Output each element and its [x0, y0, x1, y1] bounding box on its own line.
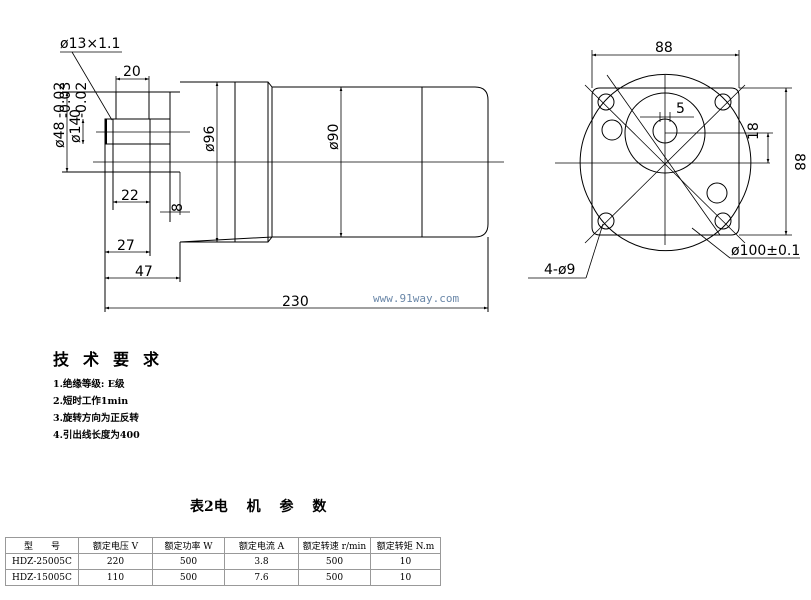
- table-row: HDZ-15005C 110 500 7.6 500 10: [5, 569, 441, 586]
- dim-d48-tol-lower: -0.03: [58, 82, 74, 118]
- requirement-item: 1.绝缘等级: E级: [53, 379, 125, 390]
- header-cell: 额定转矩 N.m: [370, 537, 441, 554]
- requirement-item: 4.引出线长度为400: [53, 430, 140, 441]
- dim-d14: ø14: [68, 117, 84, 143]
- shaft: [104, 118, 151, 145]
- header-cell: 额定转速 r/min: [298, 537, 371, 554]
- requirements-list: 1.绝缘等级: E级 2.短时工作1min 3.旋转方向为正反转 4.引出线长度…: [53, 376, 140, 444]
- dim-22: 22: [121, 188, 139, 204]
- watermark: www.91way.com: [373, 292, 459, 305]
- dim-47: 47: [135, 264, 153, 280]
- bolt-circle: [591, 73, 740, 252]
- cell: 500: [298, 569, 371, 586]
- requirement-item: 3.旋转方向为正反转: [53, 413, 139, 424]
- dim-230: 230: [282, 294, 309, 310]
- dim-27: 27: [117, 238, 135, 254]
- dim-20: 20: [123, 64, 141, 80]
- dim-d48: ø48: [52, 122, 68, 148]
- table-header-row: 型 号 额定电压 V 额定功率 W 额定电流 A 额定转速 r/min 额定转矩…: [5, 537, 441, 554]
- dim-8: 8: [170, 203, 186, 212]
- cell: 500: [298, 553, 371, 570]
- cell: 500: [152, 569, 225, 586]
- mounting-holes: [597, 93, 732, 230]
- motor-body: [271, 86, 489, 238]
- cell: HDZ-15005C: [5, 569, 79, 586]
- cell: 3.8: [224, 553, 299, 570]
- gear-section: [115, 91, 150, 120]
- thread-label: ø13×1.1: [60, 36, 120, 52]
- header-cell: 额定电压 V: [78, 537, 153, 554]
- side-view: 20 ø48 -0.02 -0.03 ø14 0 -0.02 ø96 ø90 2…: [52, 36, 504, 312]
- mounting-flange: [591, 87, 740, 236]
- dim-18: 18: [746, 122, 762, 140]
- cell: 220: [78, 553, 153, 570]
- table-row: HDZ-25005C 220 500 3.8 500 10: [5, 553, 441, 570]
- requirements-title: 技术要求: [53, 350, 174, 369]
- dim-d48-tol-upper: -0.02: [52, 82, 68, 118]
- dim-d14-tol-upper: 0: [68, 109, 84, 118]
- params-table: 型 号 额定电压 V 额定功率 W 额定电流 A 额定转速 r/min 额定转矩…: [5, 537, 441, 586]
- cell: HDZ-25005C: [5, 553, 79, 570]
- cell: 7.6: [224, 569, 299, 586]
- header-cell: 型 号: [5, 537, 79, 554]
- dim-d14-tol-lower: -0.02: [74, 82, 90, 118]
- bolt-circle-label: ø100±0.1: [731, 243, 800, 259]
- dim-5: 5: [676, 101, 685, 117]
- header-cell: 额定功率 W: [152, 537, 225, 554]
- dim-height-88: 88: [791, 153, 807, 171]
- front-view: 88 88 18 5 ø100±0.1 4-ø9: [528, 40, 807, 279]
- holes-label: 4-ø9: [544, 262, 575, 278]
- cell: 10: [370, 569, 441, 586]
- requirement-item: 2.短时工作1min: [53, 396, 129, 407]
- dim-d96: ø96: [202, 126, 218, 152]
- cell: 110: [78, 569, 153, 586]
- cell: 500: [152, 553, 225, 570]
- header-cell: 额定电流 A: [224, 537, 299, 554]
- params-table-title: 表2电 机 参 数: [190, 499, 327, 515]
- dim-width-88: 88: [655, 40, 673, 56]
- dim-d90: ø90: [326, 124, 342, 150]
- cell: 10: [370, 553, 441, 570]
